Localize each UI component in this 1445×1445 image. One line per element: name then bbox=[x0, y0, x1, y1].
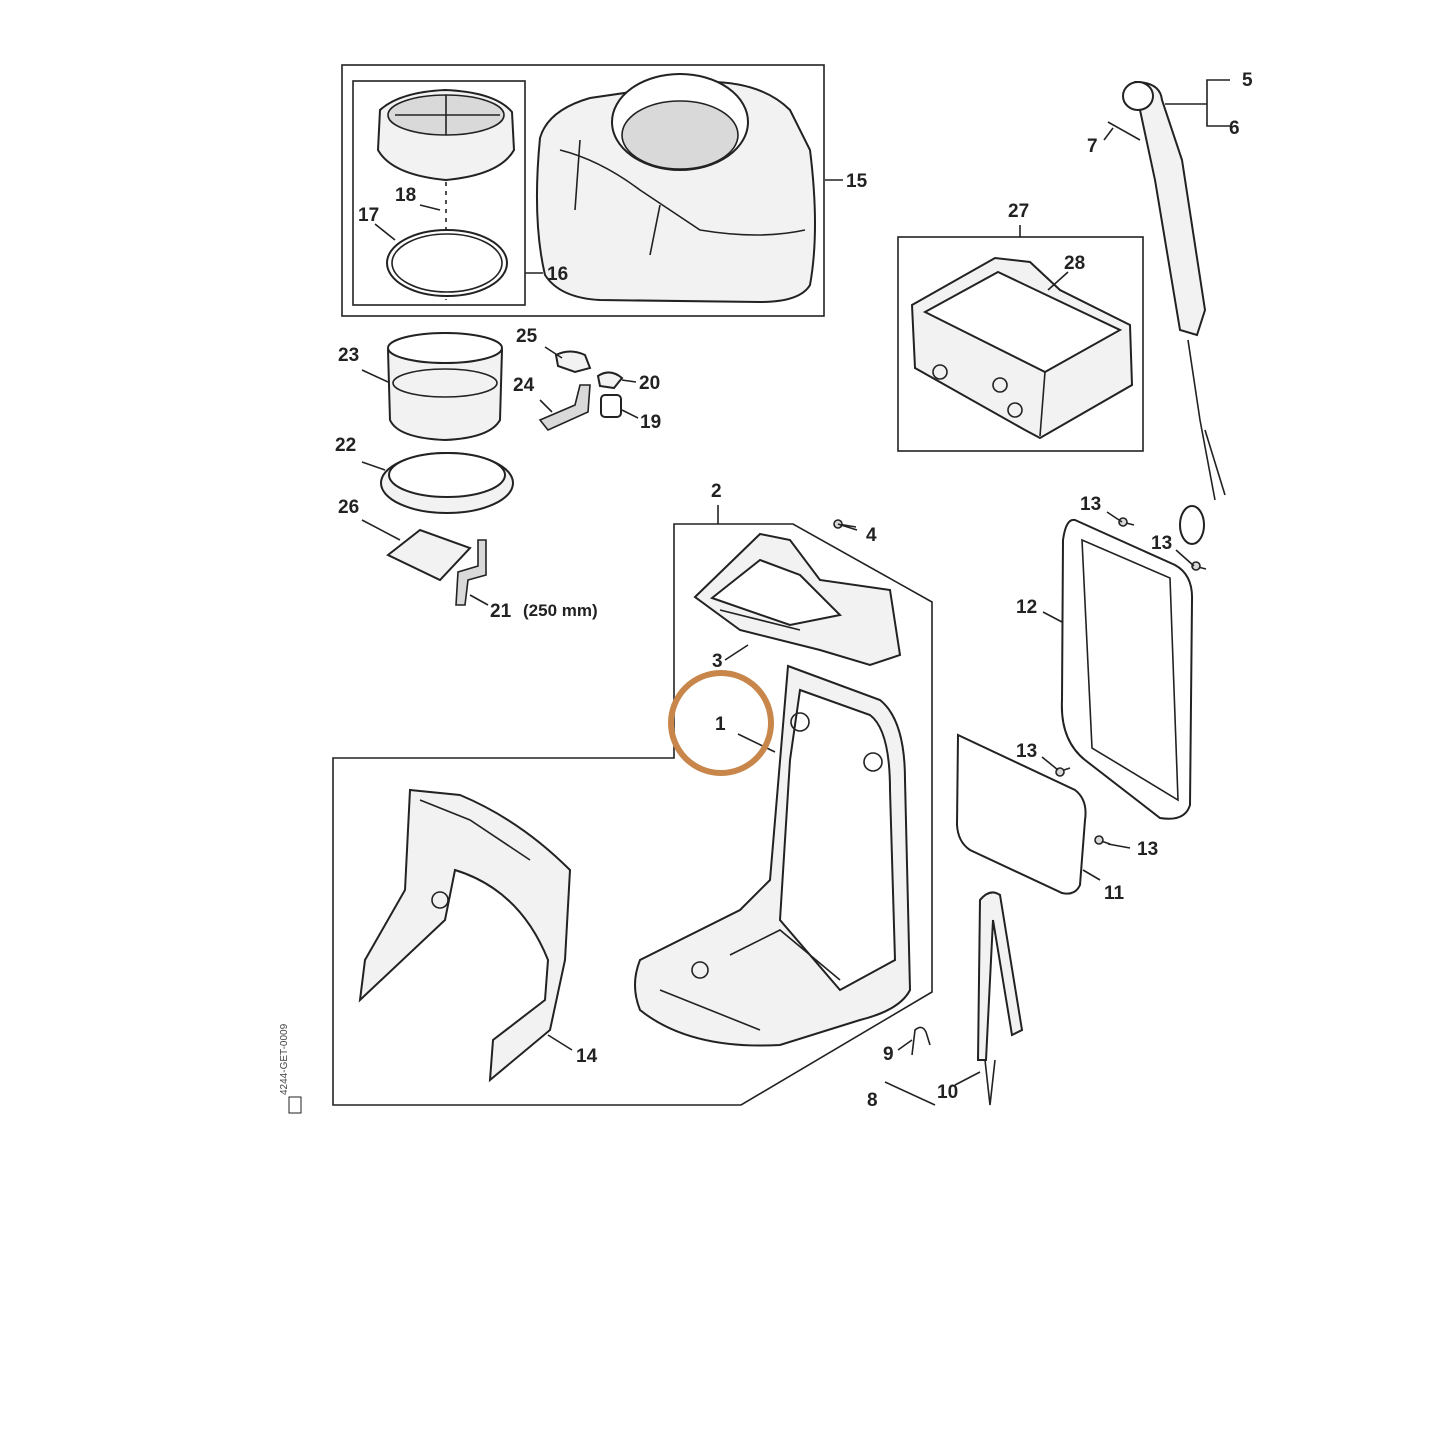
back-pad-part bbox=[1060, 518, 1194, 820]
clamp-part bbox=[554, 350, 592, 374]
callout-18[interactable]: 18 bbox=[395, 185, 416, 206]
elbow-fitting-part bbox=[538, 384, 591, 431]
callout-16[interactable]: 16 bbox=[547, 264, 568, 285]
backplate-assembly-frame bbox=[332, 523, 933, 1106]
callout-14[interactable]: 14 bbox=[576, 1046, 598, 1067]
callout-6[interactable]: 6 bbox=[1229, 118, 1240, 139]
clip-part bbox=[596, 371, 624, 390]
callout-12[interactable]: 12 bbox=[1016, 597, 1037, 618]
screw-13b-part bbox=[1191, 561, 1207, 571]
callout-23[interactable]: 23 bbox=[338, 345, 359, 366]
tank-part bbox=[535, 73, 816, 304]
callout-8[interactable]: 8 bbox=[867, 1090, 878, 1111]
callout-20[interactable]: 20 bbox=[639, 373, 660, 394]
strap-pin-part bbox=[1107, 121, 1141, 141]
waist-strap-part bbox=[976, 891, 1024, 1061]
hook-part bbox=[911, 1026, 931, 1056]
drawing-code: 4244-GET-0009 bbox=[279, 1023, 290, 1095]
strainer-basket-part bbox=[386, 331, 504, 442]
callout-28[interactable]: 28 bbox=[1064, 253, 1085, 274]
callout-25[interactable]: 25 bbox=[516, 326, 538, 347]
callout-11[interactable]: 11 bbox=[1104, 883, 1125, 904]
callout-2[interactable]: 2 bbox=[711, 481, 722, 502]
backplate-part bbox=[634, 664, 912, 1047]
hose-part bbox=[455, 539, 487, 606]
leader-lines bbox=[361, 79, 1230, 1106]
callout-27[interactable]: 27 bbox=[1008, 201, 1029, 222]
callout-13b[interactable]: 13 bbox=[1151, 533, 1172, 554]
sleeve-part bbox=[600, 394, 622, 418]
callout-15[interactable]: 15 bbox=[846, 171, 868, 192]
screw-13d-part bbox=[1094, 835, 1111, 845]
tray-part bbox=[910, 256, 1134, 440]
lumbar-pad-part bbox=[955, 733, 1087, 895]
callout-10[interactable]: 10 bbox=[937, 1082, 958, 1103]
tank-assembly-frame bbox=[341, 64, 825, 317]
callout-26[interactable]: 26 bbox=[338, 497, 359, 518]
callout-22[interactable]: 22 bbox=[335, 435, 356, 456]
callout-13d[interactable]: 13 bbox=[1137, 839, 1158, 860]
cap-assembly-frame bbox=[352, 80, 526, 306]
callout-13a[interactable]: 13 bbox=[1080, 494, 1101, 515]
callout-13c[interactable]: 13 bbox=[1016, 741, 1037, 762]
side-cover-part bbox=[358, 788, 572, 1083]
callout-21[interactable]: 21 bbox=[490, 601, 512, 622]
upper-bracket-part bbox=[693, 532, 902, 667]
callout-24[interactable]: 24 bbox=[513, 375, 535, 396]
callout-19[interactable]: 19 bbox=[640, 412, 661, 433]
cap-gasket-part bbox=[386, 229, 508, 297]
callout-7[interactable]: 7 bbox=[1087, 136, 1098, 157]
callout-9[interactable]: 9 bbox=[883, 1044, 894, 1065]
callout-4[interactable]: 4 bbox=[866, 525, 877, 546]
screw-13a-part bbox=[1118, 517, 1135, 527]
callout-1[interactable]: 1 bbox=[715, 714, 726, 735]
shoulder-strap-part bbox=[1122, 80, 1226, 545]
callout-3[interactable]: 3 bbox=[712, 651, 723, 672]
hose-length-note: (250 mm) bbox=[523, 601, 598, 620]
tank-cap-part bbox=[376, 88, 516, 182]
callout-17[interactable]: 17 bbox=[358, 205, 379, 226]
strainer-ring-part bbox=[380, 452, 514, 514]
callout-5[interactable]: 5 bbox=[1242, 70, 1253, 91]
highlight-circle[interactable] bbox=[668, 670, 774, 776]
drawing-code-stamp: 4244-GET-0009 bbox=[279, 1023, 302, 1114]
valve-plate-part bbox=[386, 528, 472, 582]
